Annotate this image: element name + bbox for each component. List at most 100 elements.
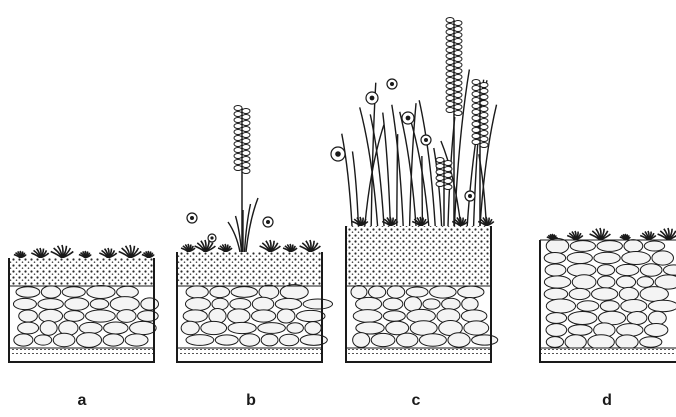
stone [18,322,39,334]
stone [303,299,332,309]
bud [454,111,462,116]
bud [444,167,452,172]
stone [410,321,437,336]
bud [234,142,242,147]
grass-blade [246,198,258,252]
stone [648,311,666,325]
stone [280,334,299,345]
stone [462,297,478,310]
stone [640,264,662,277]
stone [577,301,599,311]
stone [472,335,498,345]
stone [258,323,286,334]
bud [446,18,454,23]
bud [446,108,454,113]
stone [464,321,489,335]
bud [242,163,250,168]
stone [185,298,210,311]
stone [277,309,295,323]
stone [622,252,651,265]
bud [444,179,452,184]
bud [234,124,242,129]
bud [242,109,250,114]
bud [454,57,462,62]
stone [287,323,304,333]
bud [472,140,480,145]
stone [624,240,643,253]
bud [446,72,454,77]
bud [234,136,242,141]
stone [546,313,566,324]
stone [645,323,668,336]
stone [430,286,457,298]
stone [228,309,250,323]
bud [444,185,452,190]
stone [117,310,136,323]
stone [300,335,327,346]
bud [454,69,462,74]
bud [242,157,250,162]
panel-c-drainage [346,348,491,354]
stone [568,325,592,336]
panel-label-d: d [587,393,627,409]
stone [383,311,405,322]
stone [19,310,38,322]
panel-b-drainage [177,348,322,354]
stone [231,287,257,298]
bud [446,30,454,35]
stone [130,321,157,334]
bud [480,143,488,148]
stone [261,334,278,346]
panel-label-a: a [62,393,102,409]
bud [472,134,480,139]
stone [353,310,382,323]
stone [80,322,103,333]
stone [387,286,405,298]
stone [371,333,395,346]
bud [446,102,454,107]
bud [454,27,462,32]
bud [446,96,454,101]
bud [454,87,462,92]
panel-label-b: b [231,393,271,409]
stone [141,298,159,310]
stone [544,276,570,288]
bud [444,173,452,178]
bud [234,118,242,123]
bud [436,170,444,175]
stone [619,287,638,300]
stone [53,333,75,346]
bud [472,110,480,115]
stone [280,285,308,300]
panel-c-soil-layer [346,226,491,286]
stone [569,288,590,299]
stone [230,298,251,309]
panel-b-vegetation [181,106,320,253]
stone [125,334,148,346]
bud [436,176,444,181]
stone [86,310,116,322]
bud [472,104,480,109]
stone [588,335,615,350]
bud [472,122,480,127]
panel-b [177,106,333,363]
grass-blade [360,107,378,226]
stone [621,300,647,313]
panel-c [331,18,498,363]
bud [446,84,454,89]
stone [215,335,238,345]
stone [627,312,647,325]
panel-c-stones [351,285,498,347]
stone [442,298,461,310]
stone [546,239,569,254]
flower-center [370,96,375,101]
stone [423,299,440,309]
bud [446,90,454,95]
bud [242,169,250,174]
bud [234,148,242,153]
bud [444,161,452,166]
stone [546,299,575,313]
stone [13,298,36,309]
stone [617,324,643,337]
